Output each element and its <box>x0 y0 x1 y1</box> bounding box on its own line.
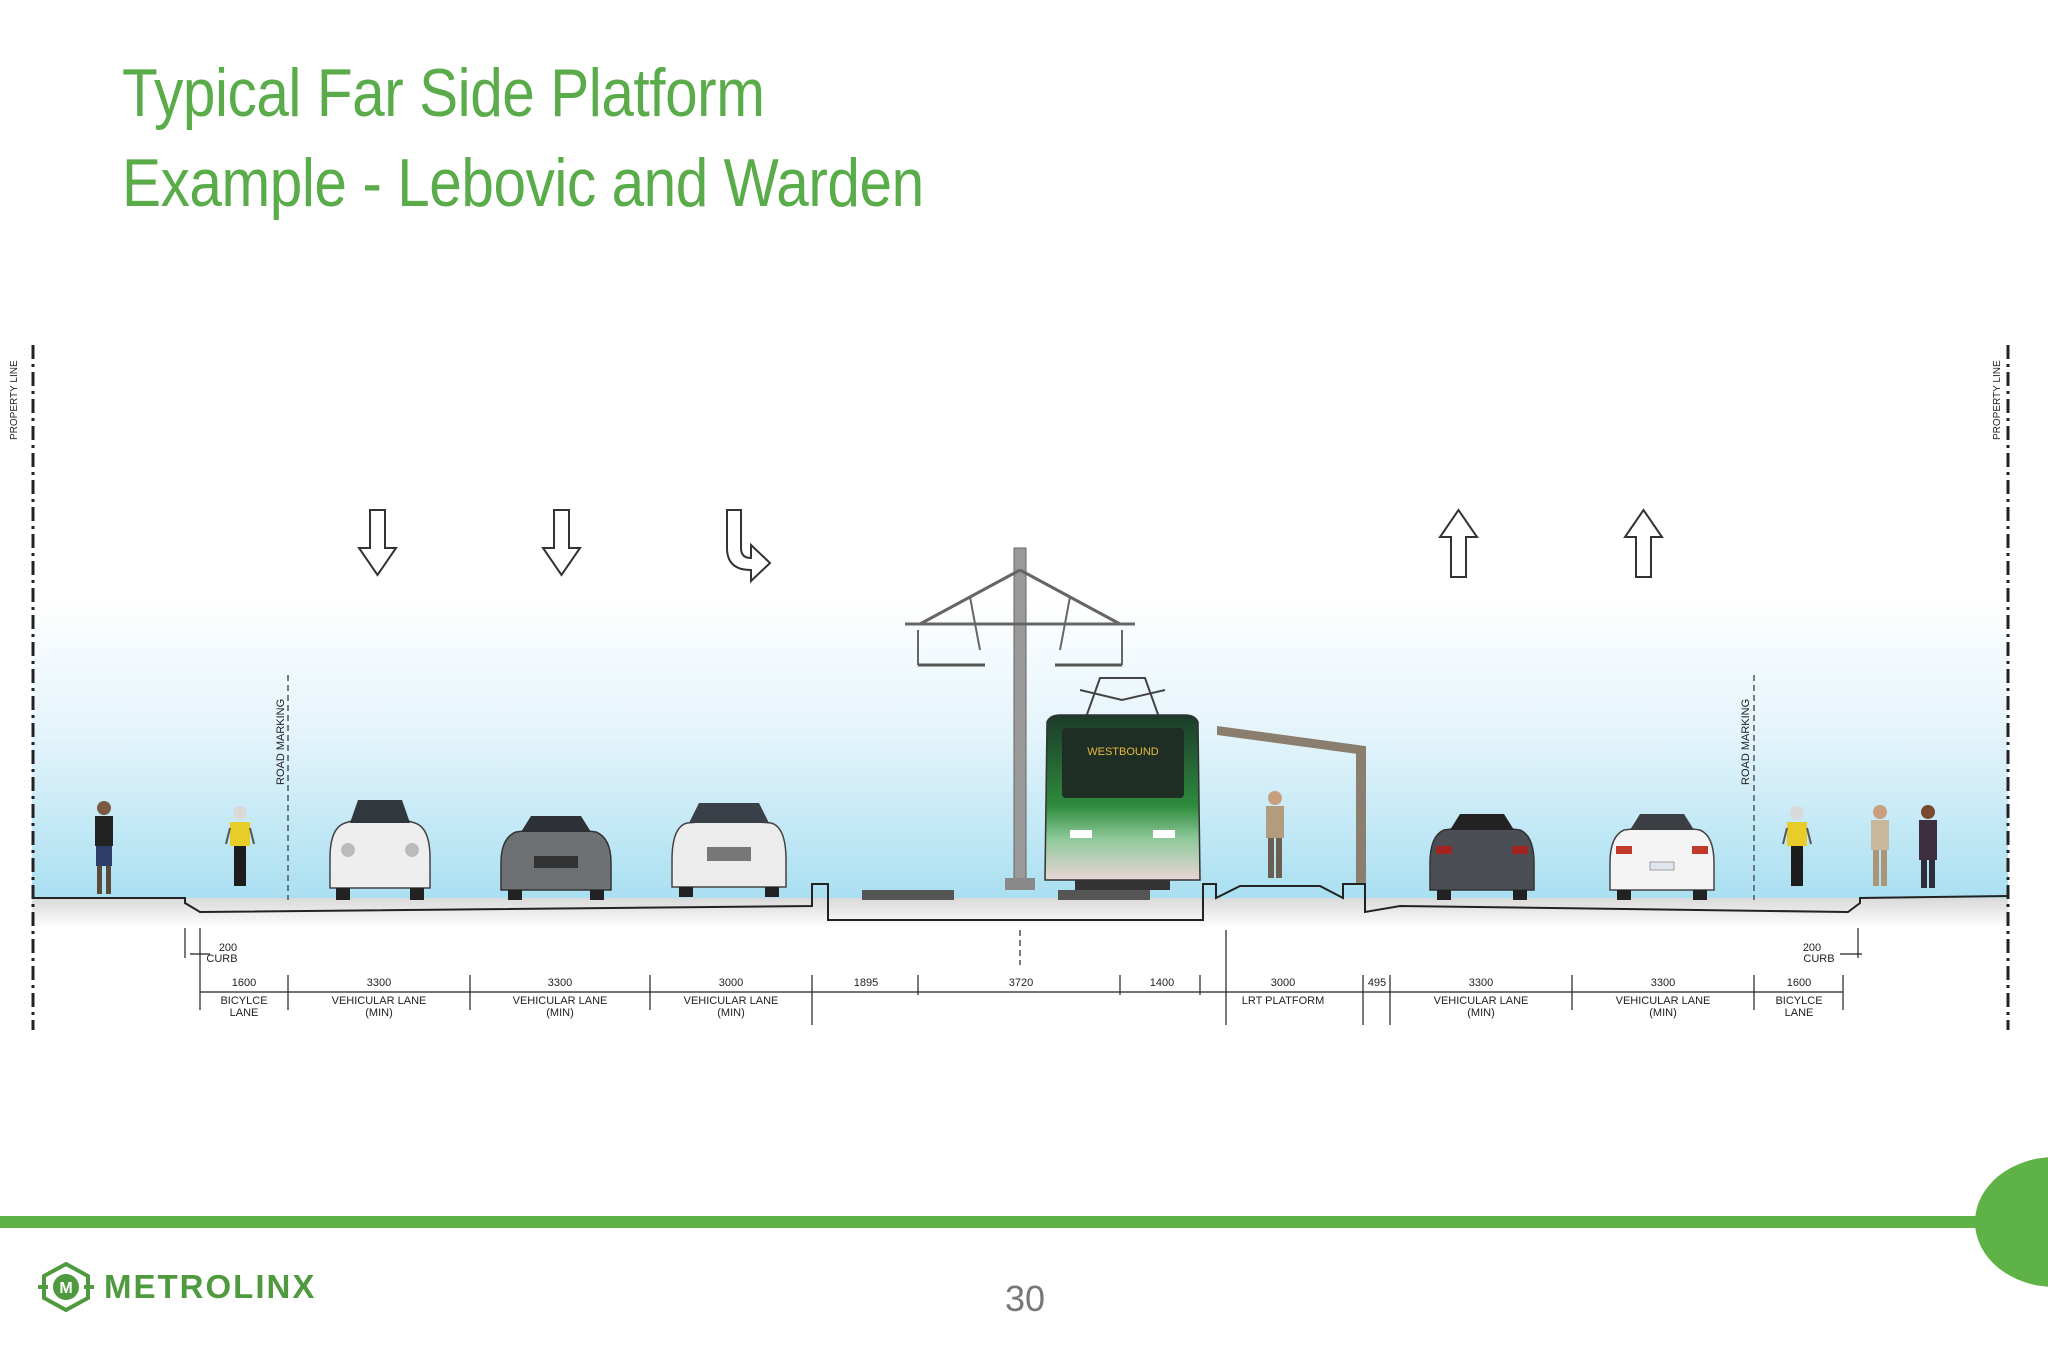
catenary-pole <box>905 547 1135 890</box>
car-front-view <box>500 816 612 900</box>
dimension-label: VEHICULAR LANE <box>1434 995 1529 1007</box>
footer-accent-circle <box>1975 1157 2048 1287</box>
property-line-right: PROPERTY LINE <box>1992 345 2010 1030</box>
curb-dimension-label-right: CURB <box>1803 953 1834 965</box>
car-rear-view <box>1429 814 1535 900</box>
dimension-value: 3000 <box>1271 977 1295 989</box>
cyclist-figure <box>1782 806 1812 886</box>
metrolinx-wordmark: METROLINX <box>104 1268 317 1305</box>
curb-dimension-label-left: CURB <box>206 953 237 965</box>
dimension-label: (MIN) <box>717 1007 745 1019</box>
metrolinx-logo-icon: M <box>38 1262 94 1312</box>
slide-title: Typical Far Side Platform Example - Lebo… <box>122 48 924 228</box>
down-arrow-icon <box>541 509 582 577</box>
dimension-label: BICYLCE <box>220 995 267 1007</box>
road-cross-section <box>32 883 2009 921</box>
page-number: 30 <box>1004 1278 1046 1319</box>
dimension-label: (MIN) <box>546 1007 574 1019</box>
dimension-value: 3300 <box>1469 977 1493 989</box>
property-line-left: PROPERTY LINE <box>9 345 35 1030</box>
light-rail-vehicle: WESTBOUND <box>1044 677 1201 890</box>
dimension-value: 1400 <box>1150 977 1174 989</box>
up-arrow-icon <box>1438 508 1479 578</box>
footer-accent-bar <box>0 1216 2048 1228</box>
property-line-label-right: PROPERTY LINE <box>1992 360 2003 440</box>
dimension-lines <box>184 928 1862 1025</box>
dimension-label: VEHICULAR LANE <box>684 995 779 1007</box>
up-arrow-icon <box>1623 508 1664 578</box>
pedestrian-figure <box>95 801 113 894</box>
pedestrian-figure <box>1266 791 1284 878</box>
dimension-label: LANE <box>1785 1007 1814 1019</box>
svg-text:M: M <box>59 1280 72 1297</box>
metrolinx-logo: M METROLINX <box>38 1262 316 1312</box>
property-line-label-left: PROPERTY LINE <box>9 360 20 440</box>
dimension-label: BICYLCE <box>1775 995 1822 1007</box>
lrv-destination-sign: WESTBOUND <box>1087 746 1159 758</box>
title-line-1: Typical Far Side Platform <box>122 55 765 131</box>
platform-canopy <box>1217 726 1366 884</box>
car-front-view <box>329 800 431 900</box>
title-line-2: Example - Lebovic and Warden <box>122 145 924 221</box>
street-cross-section-diagram: PROPERTY LINE PROPERTY LINE ROAD MARKING… <box>9 345 2010 1030</box>
dimension-label: VEHICULAR LANE <box>1616 995 1711 1007</box>
ground-band <box>32 898 2008 928</box>
dimension-value: 3720 <box>1009 977 1033 989</box>
curb-dimension-value-left: 200 <box>219 942 237 954</box>
dimension-label: (MIN) <box>1467 1007 1495 1019</box>
dimension-label: (MIN) <box>365 1007 393 1019</box>
dimension-value: 3000 <box>719 977 743 989</box>
down-arrow-icon <box>357 509 398 577</box>
dimension-value: 1600 <box>232 977 256 989</box>
dimension-value: 1600 <box>1787 977 1811 989</box>
dimension-value: 1895 <box>854 977 878 989</box>
road-marking-label-right: ROAD MARKING <box>1740 699 1752 785</box>
road-marking-left: ROAD MARKING <box>275 675 289 900</box>
dimension-label: (MIN) <box>1649 1007 1677 1019</box>
pedestrian-figure <box>1871 805 1889 886</box>
dimension-label: VEHICULAR LANE <box>332 995 427 1007</box>
suv-front-view <box>671 803 787 897</box>
pedestrian-figure <box>1919 805 1937 888</box>
road-marking-label-left: ROAD MARKING <box>275 699 287 785</box>
dimension-value: 3300 <box>1651 977 1675 989</box>
dimension-value: 3300 <box>548 977 572 989</box>
road-marking-right: ROAD MARKING <box>1740 675 1755 900</box>
dimension-label: LRT PLATFORM <box>1242 995 1325 1007</box>
car-rear-view <box>1609 814 1715 900</box>
dimension-label: LANE <box>230 1007 259 1019</box>
right-turn-arrow-icon <box>726 509 772 584</box>
dimension-value: 495 <box>1368 977 1386 989</box>
cyclist-figure <box>225 806 255 886</box>
dimension-label: VEHICULAR LANE <box>513 995 608 1007</box>
dimension-value: 3300 <box>367 977 391 989</box>
curb-dimension-value-right: 200 <box>1803 942 1821 954</box>
